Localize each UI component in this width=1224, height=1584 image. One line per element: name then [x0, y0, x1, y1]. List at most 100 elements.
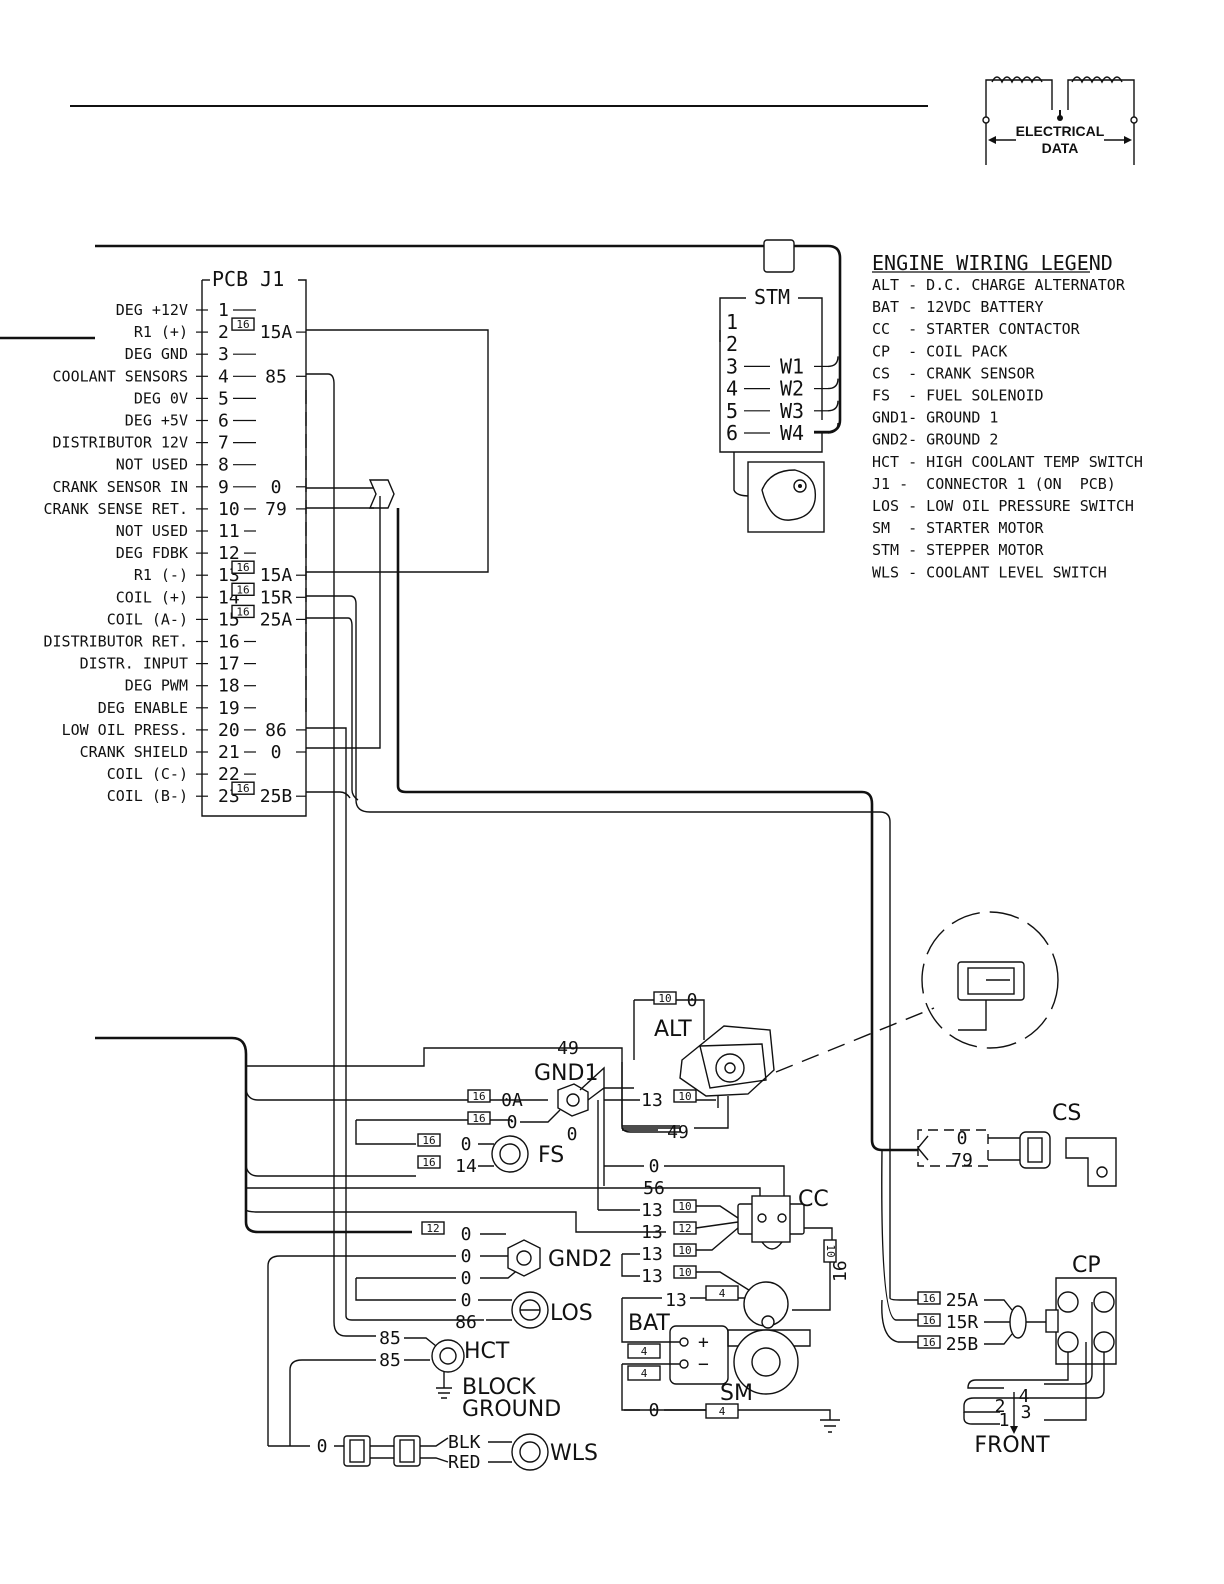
pcb-title: PCB J1 [212, 267, 284, 291]
front-1: 1 [999, 1410, 1010, 1431]
pcb-pin-wire: 15A [260, 565, 293, 586]
alt-label: ALT [654, 1017, 692, 1042]
battery-bat: 13 4 BAT + − 4 4 [621, 1285, 756, 1411]
wire-gnd2-0b: 0 [461, 1246, 472, 1267]
pcb-pin-gauge-box [231, 604, 255, 619]
legend-item: GND2- GROUND 2 [872, 431, 998, 449]
front-4: 4 [1019, 1386, 1030, 1407]
pcb-pin-number: 22 [218, 764, 240, 785]
stm-bundle [827, 378, 839, 390]
wire-49-bottom: 49 [667, 1122, 689, 1143]
wire-cp25b: 25B [946, 1334, 979, 1355]
logo-text-electrical: ELECTRICAL [1016, 123, 1105, 139]
cp-label: CP [1072, 1253, 1101, 1278]
stm-pin-number: 2 [726, 332, 738, 356]
ground-label: GROUND [462, 1397, 561, 1422]
pcb-pin-wire: 25B [260, 786, 293, 807]
pcb-pin-wire: 25A [260, 609, 293, 630]
pcb-pin-number: 10 [218, 499, 240, 520]
wire-cc16: 16 [830, 1260, 851, 1282]
pcb-pin-number: 5 [218, 388, 229, 409]
pcb-pin-label: CRANK SENSOR IN [53, 478, 188, 496]
ground-gnd1: GND1 0 [520, 1061, 634, 1186]
wls-label: WLS [550, 1441, 598, 1466]
wire-los86: 86 [455, 1312, 477, 1333]
stm-pin-number: 1 [726, 310, 738, 334]
pcb-pin-number: 6 [218, 411, 229, 432]
pcb-pin-label: COIL (+) [116, 588, 188, 606]
pcb-pin-wire: 15A [260, 322, 293, 343]
gauge-fs14: 16 [422, 1156, 435, 1169]
pcb-pin-label: COIL (C-) [107, 765, 188, 783]
wire-bat13: 13 [665, 1290, 687, 1311]
wire-49-top: 49 [557, 1038, 579, 1059]
gauge-0a: 16 [472, 1090, 485, 1103]
legend-title: ENGINE WIRING LEGEND [872, 251, 1113, 275]
coolant-level-switch-wls: 0 BLK RED WLS [268, 1432, 598, 1473]
gnd2-label: GND2 [548, 1247, 612, 1272]
wire-hct85a: 85 [379, 1328, 401, 1349]
gauge-0: 16 [472, 1112, 485, 1125]
pcb-pin-wire: 79 [265, 499, 287, 520]
bat-plus: + [698, 1332, 709, 1353]
front-3: 3 [1021, 1402, 1032, 1423]
gauge-bat-pos: 4 [641, 1345, 648, 1358]
front-label: FRONT [974, 1433, 1050, 1458]
fuel-solenoid-fs: 16 0 16 14 FS [417, 1133, 564, 1177]
wire-cs79: 79 [951, 1150, 973, 1171]
pcb-pin-label: DEG ENABLE [98, 699, 188, 717]
wire-0a: 0A [501, 1090, 523, 1111]
high-coolant-temp-switch-hct: 85 85 HCT BLOCK GROUND [289, 1328, 561, 1446]
stm-wire-label: W1 [780, 354, 804, 378]
wire-0: 0 [507, 1112, 518, 1133]
logo-text-data: DATA [1042, 140, 1079, 156]
stm-bundle [827, 356, 839, 368]
wire-cc13c: 13 [641, 1244, 663, 1265]
pcb-pin-number: 9 [218, 477, 229, 498]
fs-label: FS [538, 1143, 564, 1168]
pcb-pin-gauge-box [231, 781, 255, 795]
pcb-pin-gauge: 16 [236, 583, 249, 596]
legend-item: BAT - 12VDC BATTERY [872, 298, 1044, 316]
wire-fs14: 14 [455, 1156, 477, 1177]
legend-item: ALT - D.C. CHARGE ALTERNATOR [872, 276, 1126, 294]
legend-item: SM - STARTER MOTOR [872, 519, 1045, 537]
block-label: BLOCK [462, 1375, 536, 1400]
pcb-pin-number: 21 [218, 742, 240, 763]
wire-gnd1-0: 0 [567, 1124, 578, 1145]
pcb-pin-gauge-box [231, 582, 255, 596]
starter-motor-sm: SM 0 4 [624, 1281, 840, 1433]
bat-minus: − [698, 1354, 709, 1375]
starter-contactor-cc: 0 56 10 13 12 13 10 13 10 13 CC 10 16 [597, 1100, 851, 1311]
wire-cp15r: 15R [946, 1312, 979, 1333]
pcb-pin-label: NOT USED [116, 522, 188, 540]
pcb-pin-wire: 0 [271, 742, 282, 763]
wire-blk: BLK [448, 1432, 481, 1453]
pcb-pin-label: DEG FDBK [116, 544, 188, 562]
pcb-pin-label: DISTR. INPUT [80, 655, 188, 673]
hct-label: HCT [464, 1339, 510, 1364]
gauge-bat13: 4 [719, 1287, 726, 1300]
pcb-pin-gauge-box [231, 317, 255, 331]
pcb-pin-label: DEG GND [125, 345, 188, 363]
gauge-cc16: 10 [824, 1244, 837, 1257]
pcb-pin-number: 1 [218, 300, 229, 321]
wire-los0: 0 [461, 1290, 472, 1311]
pcb-pin-label: DEG 0V [134, 389, 188, 407]
pcb-pin-label: COIL (B-) [107, 787, 188, 805]
stepper-motor-body [747, 461, 825, 533]
gauge-alt13: 10 [678, 1090, 691, 1103]
pcb-pin-number: 4 [218, 366, 229, 387]
pcb-pin-label: CRANK SENSE RET. [44, 500, 189, 518]
gauge-fs0: 16 [422, 1134, 435, 1147]
cc-label: CC [798, 1187, 829, 1212]
wire-red: RED [448, 1452, 481, 1473]
gauge-sm0: 4 [719, 1405, 726, 1418]
pcb-pin-label: R1 (-) [134, 566, 188, 584]
pcb-pin-label: COIL (A-) [107, 610, 188, 628]
stm-wire-label: W4 [780, 421, 804, 445]
wire-cc56: 56 [643, 1178, 665, 1199]
